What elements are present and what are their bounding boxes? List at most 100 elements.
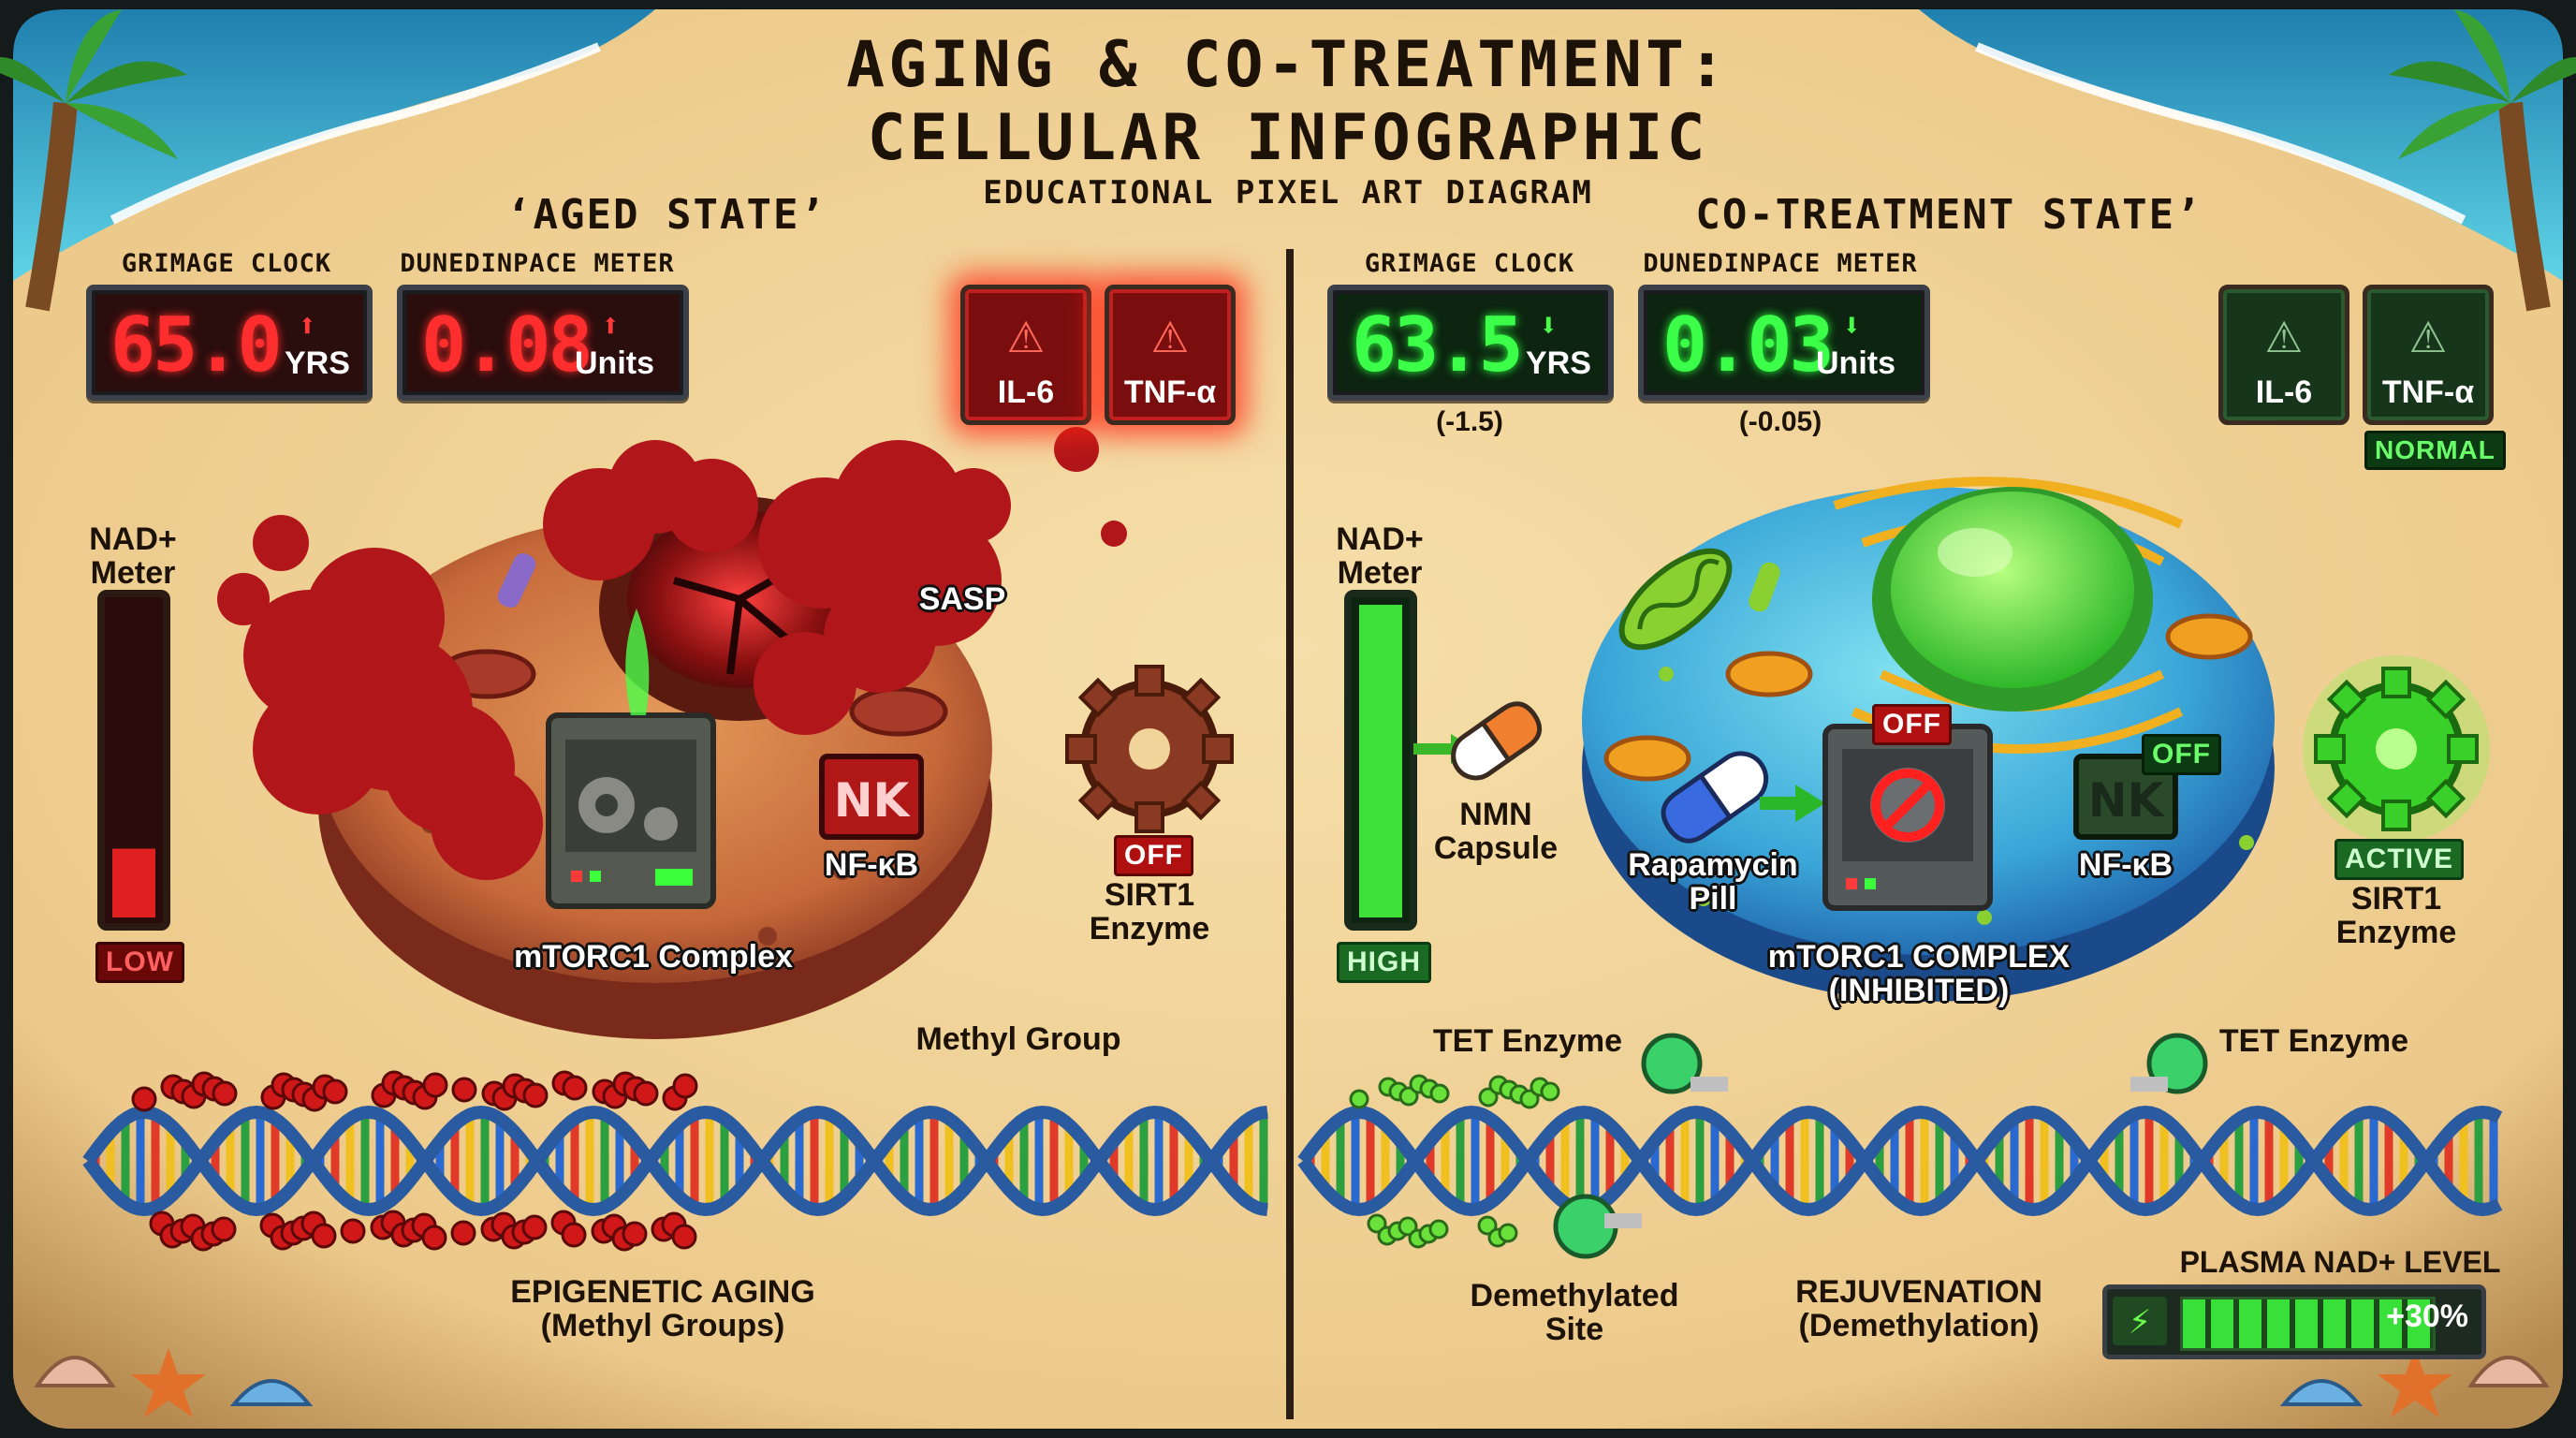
released-methyl-dot (1540, 1081, 1560, 1102)
sea-right (1919, 9, 2563, 281)
tet-enzyme-label-right: TET Enzyme (2218, 1023, 2409, 1059)
mtorc1-complex-treated (1822, 724, 1993, 911)
nfkb-badge-treated: OFF (2142, 734, 2221, 775)
nfkb-icon: NK (819, 754, 924, 840)
methyl-group-dot (311, 1223, 337, 1249)
released-methyl-dot (1398, 1216, 1418, 1237)
methyl-group-dot (450, 1220, 476, 1246)
released-methyl-dot (1498, 1223, 1518, 1243)
grimage-clock-aged: 65.0 ⬆ YRS (86, 285, 373, 401)
nad-meter-aged (97, 590, 170, 931)
arrow-up-icon: ⬆ (298, 307, 317, 345)
pill-icon (1661, 751, 1769, 844)
dna-helix-treated (1297, 1074, 2503, 1249)
mtorc1-badge-treated: OFF (1872, 704, 1952, 745)
capsule-icon (1451, 701, 1543, 781)
sirt1-badge-aged: OFF (1114, 835, 1193, 876)
lightning-icon: ⚡ (2113, 1297, 2167, 1345)
healthy-nucleus (1891, 492, 2134, 688)
seashell-icon (2467, 1356, 2550, 1387)
rejuvenation-caption: REJUVENATION(Demethylation) (1795, 1274, 2042, 1343)
svg-text:NK: NK (2088, 773, 2166, 828)
dunedin-value-treated: 0.03 (1662, 301, 1835, 389)
warning-triangle-icon: ⚠ (1151, 298, 1189, 367)
methyl-group-dot (633, 1080, 659, 1107)
dunedin-delta: (-0.05) (1738, 406, 1822, 437)
subtitle: EDUCATIONAL PIXEL ART DIAGRAM (983, 174, 1593, 212)
dunedin-unit-aged: Units (575, 345, 654, 381)
warning-triangle-icon: ⚠ (2409, 298, 2447, 367)
arrow-up-icon: ⬆ (601, 307, 621, 345)
mtorc1-label-treated: mTORC1 COMPLEX(INHIBITED) (1767, 939, 2071, 1008)
released-methyl-dot (1367, 1213, 1387, 1234)
nad-status-treated: HIGH (1337, 942, 1431, 983)
methyl-group-dot (562, 1075, 588, 1101)
plasma-nad-label: PLASMA NAD+ LEVEL (2179, 1245, 2501, 1279)
dunedin-label-treated: DUNEDINPACE METER (1643, 249, 1918, 278)
sea-left (13, 9, 655, 281)
methyl-group-dot (451, 1077, 477, 1103)
methyl-group-dot (421, 1225, 447, 1251)
alert-il6-aged: ⚠ IL-6 (960, 285, 1091, 425)
dna-backbone (82, 1105, 1268, 1217)
grimage-value-aged: 65.0 (110, 301, 283, 389)
seashell-icon (229, 1379, 314, 1406)
dna-backbone (1297, 1105, 2503, 1217)
tet-enzyme-icon (2130, 1033, 2208, 1094)
palm-tree-icon (2389, 9, 2576, 312)
grimage-delta: (-1.5) (1436, 406, 1503, 437)
warning-triangle-icon: ⚠ (2265, 298, 2303, 367)
plasma-nad-fill (2180, 1297, 2436, 1351)
released-methyl-dot (1429, 1083, 1450, 1104)
plasma-nad-battery: ⚡ +30% (2102, 1284, 2486, 1359)
dunedin-unit-treated: Units (1816, 345, 1895, 381)
methyl-group-dot (521, 1214, 548, 1240)
alert-tnfa-aged: ⚠ TNF-α (1105, 285, 1236, 425)
released-methyl-dot (1478, 1087, 1499, 1108)
arrow-down-icon: ⬇ (1539, 307, 1559, 345)
dunedin-value-aged: 0.08 (421, 301, 593, 389)
released-methyl-dot (1428, 1219, 1449, 1240)
methyl-group-dot (422, 1072, 448, 1098)
nfkb-label-aged: NF-κB (824, 847, 919, 883)
grimage-value-treated: 63.5 (1352, 301, 1524, 389)
warning-triangle-icon: ⚠ (1007, 298, 1045, 367)
grimage-unit-aged: YRS (285, 345, 350, 381)
mitochondrion (1618, 548, 1733, 651)
nad-meter-label-treated: NAD+Meter (1336, 521, 1424, 591)
grimage-label-aged: GRIMAGE CLOCK (121, 249, 332, 278)
dna-backbone (1297, 1105, 2503, 1217)
released-methyl-dot (1398, 1086, 1419, 1107)
dna-helix-aged (82, 1070, 1268, 1252)
nad-status-aged: LOW (95, 942, 184, 983)
palm-tree-icon (0, 9, 187, 312)
grimage-label-treated: GRIMAGE CLOCK (1364, 249, 1575, 278)
grimage-clock-treated: 63.5 ⬇ YRS (1327, 285, 1614, 401)
dunedinpace-meter-treated: 0.03 ⬇ Units (1638, 285, 1930, 401)
released-methyl-dot (1477, 1215, 1498, 1236)
sasp-label: SASP (918, 581, 1006, 617)
tet-enzyme-icon (1553, 1194, 1642, 1259)
mtorc1-label-aged: mTORC1 Complex (514, 939, 793, 975)
methyl-group-dot (340, 1218, 366, 1244)
methyl-group-dot (211, 1216, 237, 1242)
dunedin-label-aged: DUNEDINPACE METER (400, 249, 675, 278)
alert-tnfa-treated: ⚠ TNF-α (2363, 285, 2494, 425)
methyl-group-dot (672, 1073, 698, 1099)
methyl-group-dot (671, 1224, 697, 1250)
starfish-icon (131, 1348, 206, 1417)
gear-icon (2303, 655, 2490, 843)
gear-icon (1065, 665, 1234, 833)
nfkb-label-treated: NF-κB (2078, 847, 2174, 883)
nad-meter-label-aged: NAD+Meter (89, 521, 177, 591)
methyl-group-dot (322, 1078, 348, 1105)
seashell-icon (2279, 1379, 2364, 1406)
title-line-1: AGING & CO-TREATMENT: (846, 28, 1730, 102)
epigenetic-aging-caption: EPIGENETIC AGING(Methyl Groups) (510, 1274, 815, 1343)
svg-text:NK: NK (834, 773, 912, 828)
